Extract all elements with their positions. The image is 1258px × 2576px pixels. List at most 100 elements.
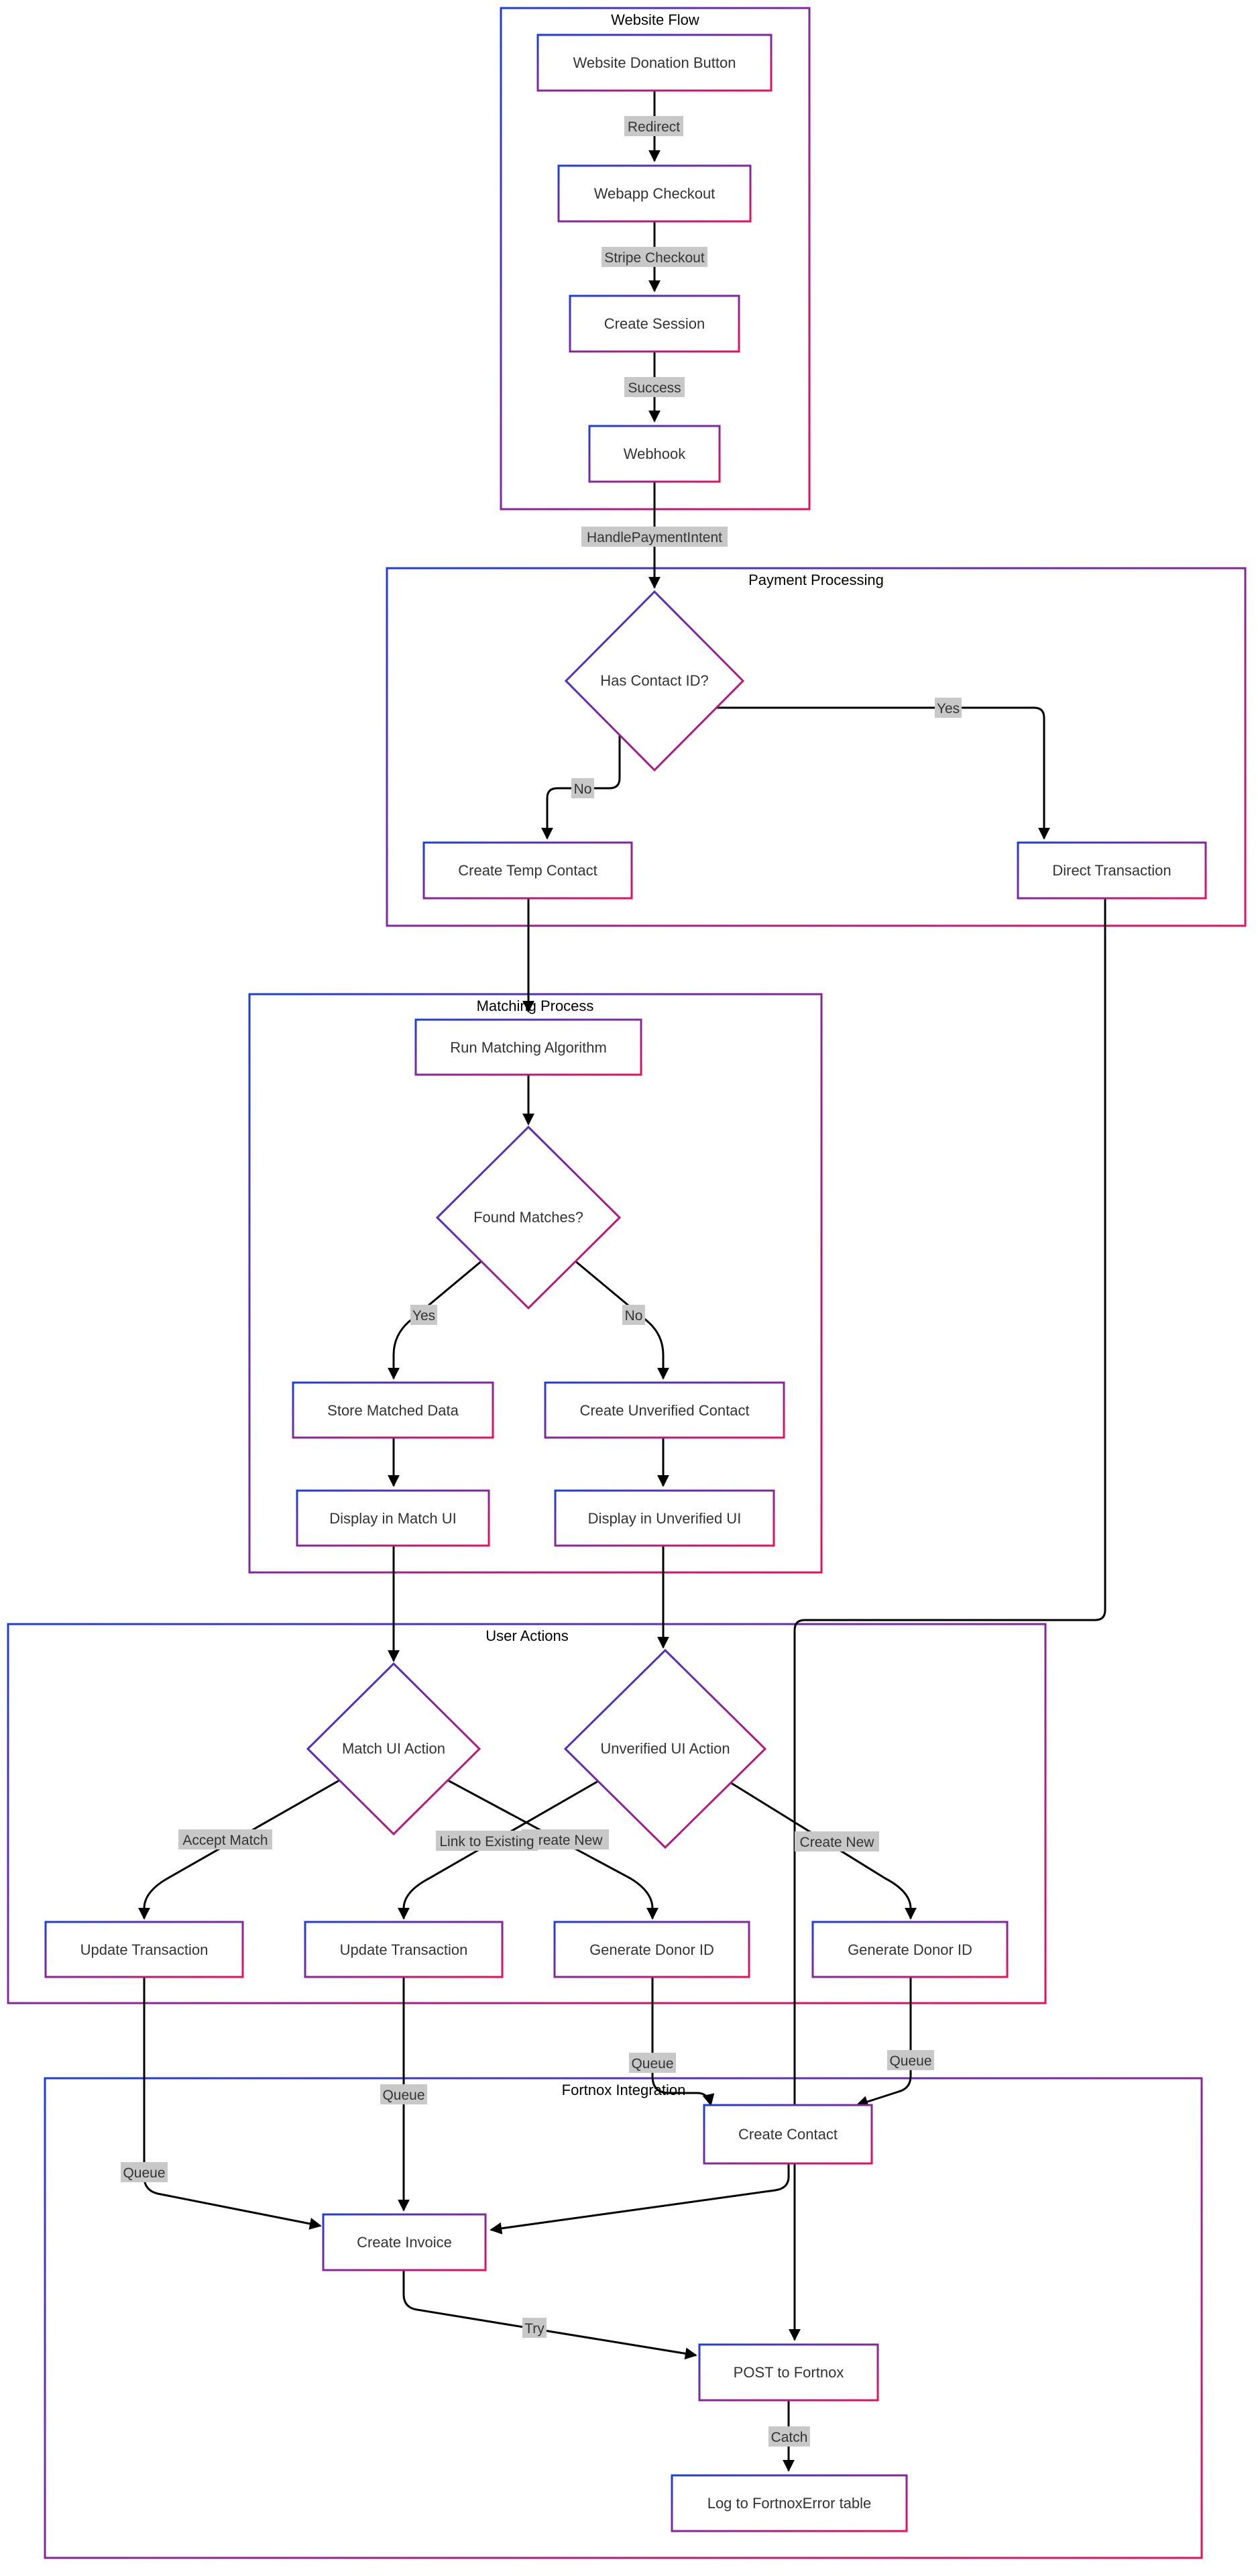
node-match-ui-action[interactable]: Match UI Action xyxy=(306,1662,481,1836)
node-label: POST to Fortnox xyxy=(734,2364,844,2381)
node-label: Found Matches? xyxy=(473,1209,583,1226)
edge-label-yes-contact: Yes xyxy=(935,698,962,718)
edge-label-text: Queue xyxy=(631,2056,673,2072)
node-label: Display in Unverified UI xyxy=(588,1510,742,1527)
edge-found-no xyxy=(575,1260,669,1380)
edge-label-text: Catch xyxy=(771,2430,808,2445)
edge-label-text: No xyxy=(625,1308,643,1324)
node-create-invoice[interactable]: Create Invoice xyxy=(322,2213,487,2271)
edge-label-handle-payment-intent: HandlePaymentIntent xyxy=(581,527,728,547)
node-create-unverified-contact[interactable]: Create Unverified Contact xyxy=(544,1381,785,1439)
edge-direct-to-post xyxy=(789,898,1106,2341)
edge-label-text: Link to Existing xyxy=(439,1834,534,1849)
node-display-in-match-ui[interactable]: Display in Match UI xyxy=(296,1489,490,1547)
edge-label-catch: Catch xyxy=(768,2426,810,2447)
edge-label-text: Create New xyxy=(528,1833,604,1848)
cluster-payment-processing: Payment Processing xyxy=(386,567,1247,927)
node-label: Website Donation Button xyxy=(573,54,736,71)
edge-label-text: Success xyxy=(628,380,681,396)
edge-label-queue-update-1: Queue xyxy=(121,2162,168,2182)
edge-link-to-existing xyxy=(398,1779,600,1920)
edge-label-link-to-existing: Link to Existing xyxy=(436,1831,538,1851)
node-unverified-ui-action[interactable]: Unverified UI Action xyxy=(563,1648,767,1849)
node-label: Create Contact xyxy=(738,2126,838,2143)
edge-label-success: Success xyxy=(624,377,685,397)
edge-match-create-new xyxy=(447,1779,659,1920)
edge-donor-2-to-contact xyxy=(856,1977,912,2108)
node-label: Store Matched Data xyxy=(327,1402,459,1419)
edge-label-queue-update-2: Queue xyxy=(380,2084,427,2104)
node-label: Create Invoice xyxy=(357,2234,452,2251)
node-label: Create Session xyxy=(604,315,705,332)
node-create-session[interactable]: Create Session xyxy=(569,294,740,353)
node-label: Create Temp Contact xyxy=(458,862,597,879)
edge-label-text: Yes xyxy=(937,701,960,716)
node-label: Update Transaction xyxy=(80,1941,209,1958)
cluster-fortnox-integration: Fortnox Integration xyxy=(44,2077,1203,2559)
node-create-temp-contact[interactable]: Create Temp Contact xyxy=(422,841,633,900)
edge-label-text: Yes xyxy=(412,1308,435,1324)
node-label: Unverified UI Action xyxy=(600,1740,730,1757)
edge-contact-to-invoice xyxy=(490,2163,790,2235)
edge-label-no-matches: No xyxy=(622,1305,645,1325)
edge-label-no-contact: No xyxy=(571,778,594,798)
edge-label-text: Stripe Checkout xyxy=(604,250,705,266)
edge-label-text: Redirect xyxy=(628,119,680,135)
cluster-label-payment-processing: Payment Processing xyxy=(748,572,884,588)
node-found-matches[interactable]: Found Matches? xyxy=(435,1125,622,1310)
edge-label-accept-match: Accept Match xyxy=(178,1829,272,1849)
edge-invoice-try xyxy=(402,2270,697,2360)
node-label: Run Matching Algorithm xyxy=(450,1039,607,1056)
edge-label-redirect: Redirect xyxy=(624,116,683,136)
edge-update-1-to-invoice xyxy=(143,1977,322,2230)
edge-label-text: Create New xyxy=(800,1835,875,1850)
edge-label-yes-matches: Yes xyxy=(410,1305,437,1325)
edge-label-text: Queue xyxy=(382,2088,424,2103)
cluster-user-actions: User Actions xyxy=(7,1623,1047,2004)
edge-label-text: Queue xyxy=(123,2165,165,2181)
edge-label-queue-donor-1: Queue xyxy=(629,2053,676,2073)
cluster-matching-process: Matching Process xyxy=(248,993,823,1574)
node-direct-transaction[interactable]: Direct Transaction xyxy=(1017,841,1207,900)
node-webapp-checkout[interactable]: Webapp Checkout xyxy=(557,164,752,223)
node-label: Generate Donor ID xyxy=(848,1941,972,1958)
edge-has-contact-yes xyxy=(715,706,1050,840)
edge-label-try: Try xyxy=(522,2318,547,2338)
node-create-contact[interactable]: Create Contact xyxy=(703,2104,873,2165)
node-update-transaction-2[interactable]: Update Transaction xyxy=(304,1921,504,1978)
edge-label-queue-donor-2: Queue xyxy=(887,2050,934,2070)
edge-label-text: HandlePaymentIntent xyxy=(587,530,722,545)
edge-donor-1-to-contact xyxy=(651,1977,715,2106)
node-run-matching-algorithm[interactable]: Run Matching Algorithm xyxy=(414,1018,642,1076)
node-post-to-fortnox[interactable]: POST to Fortnox xyxy=(698,2343,879,2402)
node-generate-donor-id-2[interactable]: Generate Donor ID xyxy=(811,1921,1009,1978)
node-label: Webhook xyxy=(624,445,687,462)
edge-label-text: No xyxy=(574,782,592,797)
node-has-contact-id[interactable]: Has Contact ID? xyxy=(564,590,745,772)
node-generate-donor-id-1[interactable]: Generate Donor ID xyxy=(553,1921,750,1978)
node-label: Create Unverified Contact xyxy=(579,1402,749,1419)
node-website-donation-button[interactable]: Website Donation Button xyxy=(536,34,773,92)
node-store-matched-data[interactable]: Store Matched Data xyxy=(292,1381,494,1439)
node-update-transaction-1[interactable]: Update Transaction xyxy=(44,1921,244,1978)
edge-accept-match xyxy=(138,1779,340,1920)
edge-label-stripe-checkout: Stripe Checkout xyxy=(602,247,707,267)
node-label: Display in Match UI xyxy=(329,1510,457,1527)
edge-label-text: Accept Match xyxy=(182,1833,268,1848)
edge-unverified-create-new xyxy=(726,1779,917,1920)
cluster-label-matching-process: Matching Process xyxy=(477,998,594,1014)
edge-label-create-new-unverified: Create New xyxy=(795,1831,879,1851)
node-log-to-fortnox-error-table[interactable]: Log to FortnoxError table xyxy=(671,2474,908,2532)
edge-found-yes xyxy=(388,1260,482,1380)
node-label: Webapp Checkout xyxy=(594,185,716,202)
edge-label-text: Queue xyxy=(889,2053,931,2069)
node-label: Match UI Action xyxy=(342,1740,445,1757)
node-label: Update Transaction xyxy=(340,1941,468,1958)
node-webhook[interactable]: Webhook xyxy=(588,425,721,483)
cluster-label-user-actions: User Actions xyxy=(485,1627,569,1644)
cluster-label-fortnox-integration: Fortnox Integration xyxy=(562,2082,686,2098)
node-label: Has Contact ID? xyxy=(600,672,708,689)
node-display-in-unverified-ui[interactable]: Display in Unverified UI xyxy=(554,1489,775,1547)
node-label: Log to FortnoxError table xyxy=(707,2495,872,2512)
